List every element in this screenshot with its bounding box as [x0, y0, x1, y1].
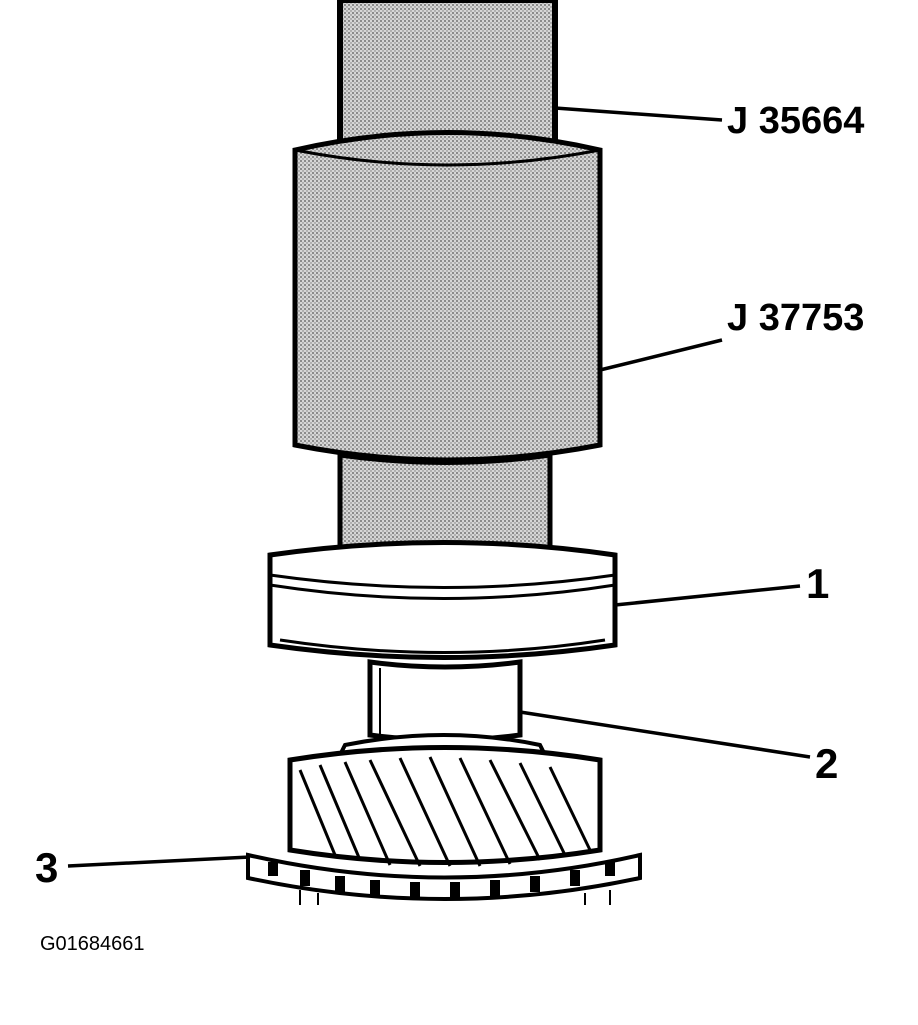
leader-lines — [67, 106, 811, 868]
leader-part-2 — [519, 710, 811, 759]
leader-part-1 — [614, 584, 801, 607]
label-part-1: 1 — [806, 560, 829, 607]
leader-j37753 — [599, 338, 723, 372]
leader-part-3 — [67, 855, 251, 868]
part-3-ring — [246, 852, 642, 905]
label-part-2: 2 — [815, 740, 838, 787]
figure-id: G01684661 — [40, 933, 145, 955]
label-j35664: J 35664 — [727, 100, 864, 142]
helical-gear — [287, 745, 603, 867]
part-1-bearing — [267, 540, 618, 660]
leader-j35664 — [554, 106, 723, 122]
label-part-3: 3 — [35, 844, 58, 891]
label-j37753: J 37753 — [727, 297, 864, 339]
tool-j37753-body — [292, 130, 603, 570]
